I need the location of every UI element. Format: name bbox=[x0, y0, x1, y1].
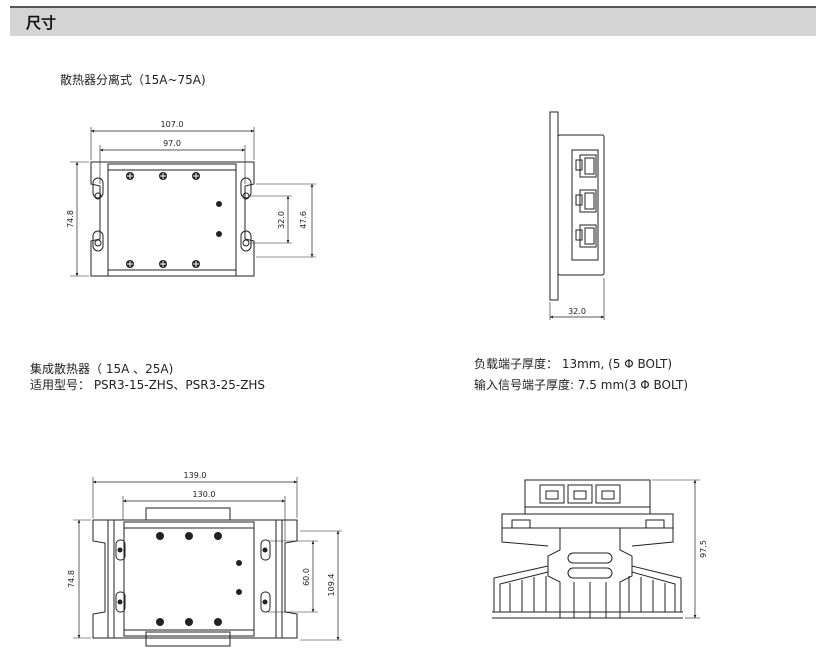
dim-60: 60.0 bbox=[302, 568, 311, 586]
dim-109-4: 109.4 bbox=[327, 574, 336, 597]
dim-74-8-a: 74.8 bbox=[66, 210, 75, 228]
header-rule bbox=[10, 6, 816, 8]
section2-title: 集成散热器（ 15A 、25A) bbox=[30, 362, 174, 376]
dim-47-6: 47.6 bbox=[299, 211, 308, 229]
input-terminal-note: 输入信号端子厚度: 7.5 mm(3 Φ BOLT) bbox=[474, 378, 689, 392]
section-header: 尺寸 bbox=[10, 8, 816, 36]
load-terminal-note: 负载端子厚度： 13mm, (5 Φ BOLT) bbox=[474, 357, 672, 371]
section2-models: 适用型号： PSR3-15-ZHS、PSR3-25-ZHS bbox=[30, 378, 266, 392]
page-title: 尺寸 bbox=[26, 14, 57, 32]
heatsink-profile-drawing bbox=[492, 479, 700, 619]
side-view-drawing bbox=[549, 111, 605, 320]
top-view-drawing-2 bbox=[73, 477, 342, 647]
top-view-drawing-1 bbox=[70, 127, 316, 277]
dim-139: 139.0 bbox=[184, 471, 207, 480]
dim-107: 107.0 bbox=[161, 120, 184, 129]
dim-74-8-b: 74.8 bbox=[67, 570, 76, 588]
dim-97: 97.0 bbox=[163, 139, 181, 148]
dim-32-b: 32.0 bbox=[568, 307, 586, 316]
dim-130: 130.0 bbox=[193, 490, 216, 499]
section1-title: 散热器分离式（15A~75A) bbox=[60, 73, 206, 87]
dim-97-5: 97.5 bbox=[699, 540, 708, 558]
dim-32-a: 32.0 bbox=[277, 211, 286, 229]
